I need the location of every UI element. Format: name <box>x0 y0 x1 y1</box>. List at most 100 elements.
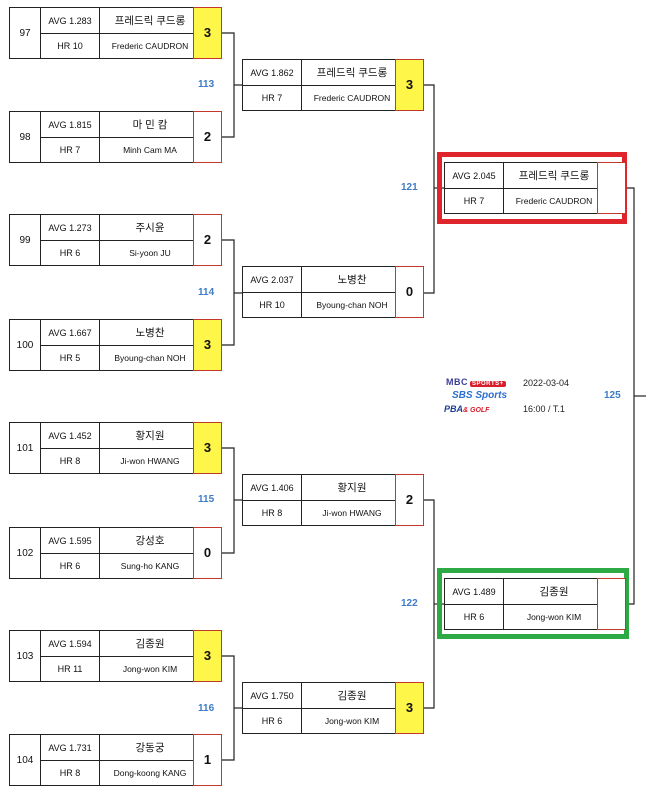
seed-number: 98 <box>10 112 41 162</box>
score-empty <box>597 161 626 214</box>
seed-number: 99 <box>10 215 41 265</box>
score-winner: 3 <box>193 6 222 59</box>
player-avg: AVG 1.452 <box>41 423 100 449</box>
player-name-english: Frederic CAUDRON <box>504 188 605 213</box>
player-avg: AVG 1.489 <box>445 579 504 605</box>
player-avg: AVG 1.862 <box>243 60 302 86</box>
player-avg: AVG 1.815 <box>41 112 100 138</box>
player-avg: AVG 2.045 <box>445 163 504 189</box>
player-name-korean: 프레드릭 쿠드롱 <box>100 8 201 34</box>
player-name-english: Sung-ho KANG <box>100 553 201 578</box>
player-high-run: HR 8 <box>41 448 100 473</box>
player-name-english: Frederic CAUDRON <box>100 33 201 58</box>
player-name-english: Ji-won HWANG <box>302 500 403 525</box>
player-avg: AVG 1.595 <box>41 528 100 554</box>
player-name-english: Byoung-chan NOH <box>100 345 201 370</box>
match-number-121: 121 <box>401 182 418 193</box>
player-name-english: Minh Cam MA <box>100 137 201 162</box>
player-name-korean: 마 민 캄 <box>100 112 201 138</box>
score: 0 <box>395 265 424 318</box>
player-name-korean: 김종원 <box>504 579 605 605</box>
score: 2 <box>395 473 424 526</box>
player-name-korean: 노병찬 <box>302 267 403 293</box>
match-number-115: 115 <box>198 494 215 505</box>
player-high-run: HR 10 <box>41 33 100 58</box>
player-avg: AVG 1.273 <box>41 215 100 241</box>
match-number-122: 122 <box>401 598 418 609</box>
score: 2 <box>193 110 222 163</box>
player-high-run: HR 7 <box>243 85 302 110</box>
player-name-english: Frederic CAUDRON <box>302 85 403 110</box>
match-card-97: 97 AVG 1.283 HR 10 프레드릭 쿠드롱 Frederic CAU… <box>9 6 222 59</box>
player-name-english: Jong-won KIM <box>302 708 403 733</box>
player-high-run: HR 5 <box>41 345 100 370</box>
player-name-korean: 김종원 <box>302 683 403 709</box>
match-card-115: AVG 1.406 HR 8 황지원 Ji-won HWANG 2 <box>242 473 424 526</box>
match-number-116: 116 <box>198 703 215 714</box>
player-name-korean: 노병찬 <box>100 320 201 346</box>
mbc-sports-badge: SPORTS+ <box>470 381 506 387</box>
pba-golf-badge: & GOLF <box>463 407 490 414</box>
player-high-run: HR 10 <box>243 292 302 317</box>
player-avg: AVG 2.037 <box>243 267 302 293</box>
player-name-korean: 황지원 <box>100 423 201 449</box>
seed-number: 103 <box>10 631 41 681</box>
match-card-121: AVG 2.045 HR 7 프레드릭 쿠드롱 Frederic CAUDRON <box>444 161 626 214</box>
score: 2 <box>193 213 222 266</box>
match-card-102: 102 AVG 1.595 HR 6 강성호 Sung-ho KANG 0 <box>9 526 222 579</box>
score: 0 <box>193 526 222 579</box>
match-card-99: 99 AVG 1.273 HR 6 주시윤 Si-yoon JU 2 <box>9 213 222 266</box>
match-number-125: 125 <box>604 390 621 401</box>
seed-number: 102 <box>10 528 41 578</box>
seed-number: 101 <box>10 423 41 473</box>
pba-logo-text: PBA <box>444 404 464 414</box>
score-winner: 3 <box>193 318 222 371</box>
player-high-run: HR 6 <box>41 553 100 578</box>
player-name-korean: 황지원 <box>302 475 403 501</box>
player-high-run: HR 6 <box>41 240 100 265</box>
match-number-113: 113 <box>198 79 215 90</box>
player-high-run: HR 11 <box>41 656 100 681</box>
match-card-104: 104 AVG 1.731 HR 8 강동궁 Dong-koong KANG 1 <box>9 733 222 786</box>
match-card-101: 101 AVG 1.452 HR 8 황지원 Ji-won HWANG 3 <box>9 421 222 474</box>
match-card-103: 103 AVG 1.594 HR 11 김종원 Jong-won KIM 3 <box>9 629 222 682</box>
player-name-english: Ji-won HWANG <box>100 448 201 473</box>
broadcast-time-table: 16:00 / T.1 <box>523 404 565 414</box>
player-avg: AVG 1.750 <box>243 683 302 709</box>
pba-golf-logo: PBA& GOLF <box>444 404 489 414</box>
seed-number: 100 <box>10 320 41 370</box>
score-winner: 3 <box>395 681 424 734</box>
player-avg: AVG 1.731 <box>41 735 100 761</box>
player-name-korean: 강동궁 <box>100 735 201 761</box>
player-name-english: Byoung-chan NOH <box>302 292 403 317</box>
match-card-113: AVG 1.862 HR 7 프레드릭 쿠드롱 Frederic CAUDRON… <box>242 58 424 111</box>
player-high-run: HR 6 <box>243 708 302 733</box>
player-name-korean: 강성호 <box>100 528 201 554</box>
player-high-run: HR 8 <box>243 500 302 525</box>
player-name-english: Jong-won KIM <box>100 656 201 681</box>
player-high-run: HR 7 <box>41 137 100 162</box>
score: 1 <box>193 733 222 786</box>
match-card-100: 100 AVG 1.667 HR 5 노병찬 Byoung-chan NOH 3 <box>9 318 222 371</box>
player-high-run: HR 6 <box>445 604 504 629</box>
score-empty <box>597 577 626 630</box>
match-number-114: 114 <box>198 287 215 298</box>
score-winner: 3 <box>193 629 222 682</box>
player-avg: AVG 1.594 <box>41 631 100 657</box>
broadcast-date: 2022-03-04 <box>523 378 570 388</box>
match-card-116: AVG 1.750 HR 6 김종원 Jong-won KIM 3 <box>242 681 424 734</box>
highlight-frame-green <box>437 568 629 639</box>
player-name-english: Dong-koong KANG <box>100 760 201 785</box>
seed-number: 104 <box>10 735 41 785</box>
sbs-sports-logo: SBS Sports <box>452 390 508 401</box>
player-name-korean: 프레드릭 쿠드롱 <box>504 163 605 189</box>
player-name-english: Jong-won KIM <box>504 604 605 629</box>
mbc-logo-text: MBC <box>446 377 468 387</box>
player-avg: AVG 1.667 <box>41 320 100 346</box>
match-card-98: 98 AVG 1.815 HR 7 마 민 캄 Minh Cam MA 2 <box>9 110 222 163</box>
player-name-english: Si-yoon JU <box>100 240 201 265</box>
seed-number: 97 <box>10 8 41 58</box>
player-high-run: HR 8 <box>41 760 100 785</box>
player-name-korean: 프레드릭 쿠드롱 <box>302 60 403 86</box>
